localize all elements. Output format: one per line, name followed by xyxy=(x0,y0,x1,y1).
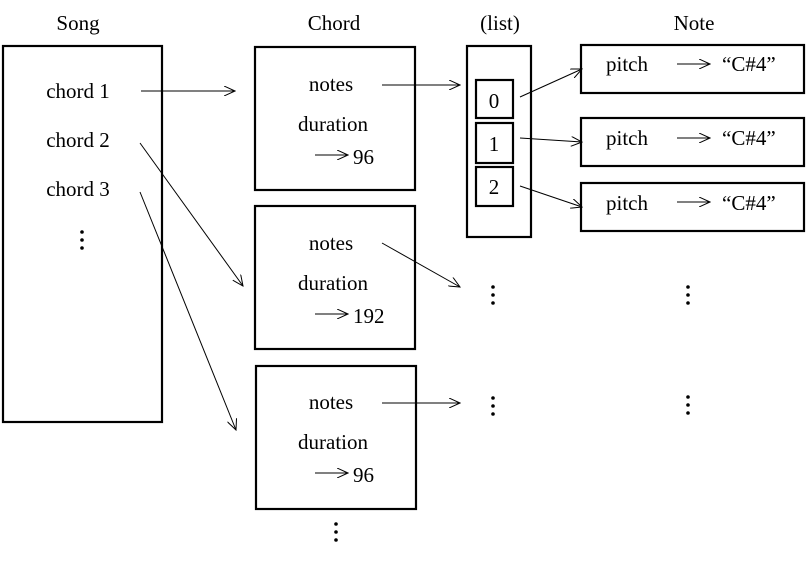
list-box: 0 1 2 xyxy=(465,44,533,239)
note-1-pitch-value: “C#4” xyxy=(722,52,776,76)
list-ellipsis-row-2 xyxy=(491,285,495,305)
note-header: Note xyxy=(674,11,715,35)
arrow-list-1-to-note-2 xyxy=(519,138,582,142)
arrow-chord2-notes-to-list xyxy=(381,242,460,287)
song-box: chord 1 chord 2 chord 3 xyxy=(1,44,164,424)
arrow-chord2-to-chord-box-2 xyxy=(139,142,243,286)
song-item-chord-3: chord 3 xyxy=(46,177,110,201)
note-box-2: pitch “C#4” xyxy=(579,116,806,168)
note-3-pitch-label: pitch xyxy=(606,191,648,215)
chord-2-duration-label: duration xyxy=(298,271,368,295)
arrow-chord3-to-chord-box-3 xyxy=(139,191,236,430)
chord-3-duration-label: duration xyxy=(298,430,368,454)
chord-box-2: notes duration 192 xyxy=(253,204,417,351)
chord-box-1: notes duration 96 xyxy=(253,45,417,192)
chord-box-3: notes duration 96 xyxy=(254,364,418,511)
note-2-pitch-label: pitch xyxy=(606,126,648,150)
list-cell-0 xyxy=(474,78,515,120)
chord-header: Chord xyxy=(308,11,361,35)
chord-box-2-frame xyxy=(253,204,417,351)
song-item-chord-1: chord 1 xyxy=(46,79,110,103)
note-box-1: pitch “C#4” xyxy=(579,43,806,95)
chord-2-duration-value: 192 xyxy=(353,304,385,328)
chord-2-notes-label: notes xyxy=(309,231,353,255)
song-header: Song xyxy=(56,11,100,35)
list-cell-2 xyxy=(474,165,515,208)
arrow-list-0-to-note-1 xyxy=(519,69,582,98)
chord-1-duration-label: duration xyxy=(298,112,368,136)
note-ellipsis-row-3 xyxy=(686,395,690,415)
chord-1-duration-value: 96 xyxy=(353,145,374,169)
song-box-frame xyxy=(1,44,164,424)
chord-3-duration-value: 96 xyxy=(353,463,374,487)
note-3-pitch-value: “C#4” xyxy=(722,191,776,215)
list-index-0: 0 xyxy=(489,89,500,113)
chord-ellipsis xyxy=(334,522,338,542)
list-cell-1 xyxy=(474,121,515,165)
song-item-chord-2: chord 2 xyxy=(46,128,110,152)
list-box-frame xyxy=(465,44,533,239)
chord-3-notes-label: notes xyxy=(309,390,353,414)
chord-1-notes-label: notes xyxy=(309,72,353,96)
song-ellipsis xyxy=(80,230,84,250)
note-1-pitch-label: pitch xyxy=(606,52,648,76)
list-header: (list) xyxy=(480,11,520,35)
list-ellipsis-row-3 xyxy=(491,396,495,416)
note-2-pitch-value: “C#4” xyxy=(722,126,776,150)
note-box-3: pitch “C#4” xyxy=(579,181,806,233)
note-ellipsis-row-2 xyxy=(686,285,690,305)
chord-box-3-frame xyxy=(254,364,418,511)
chord-box-1-frame xyxy=(253,45,417,192)
list-index-1: 1 xyxy=(489,132,500,156)
list-index-2: 2 xyxy=(489,175,500,199)
arrow-list-2-to-note-3 xyxy=(519,185,582,207)
